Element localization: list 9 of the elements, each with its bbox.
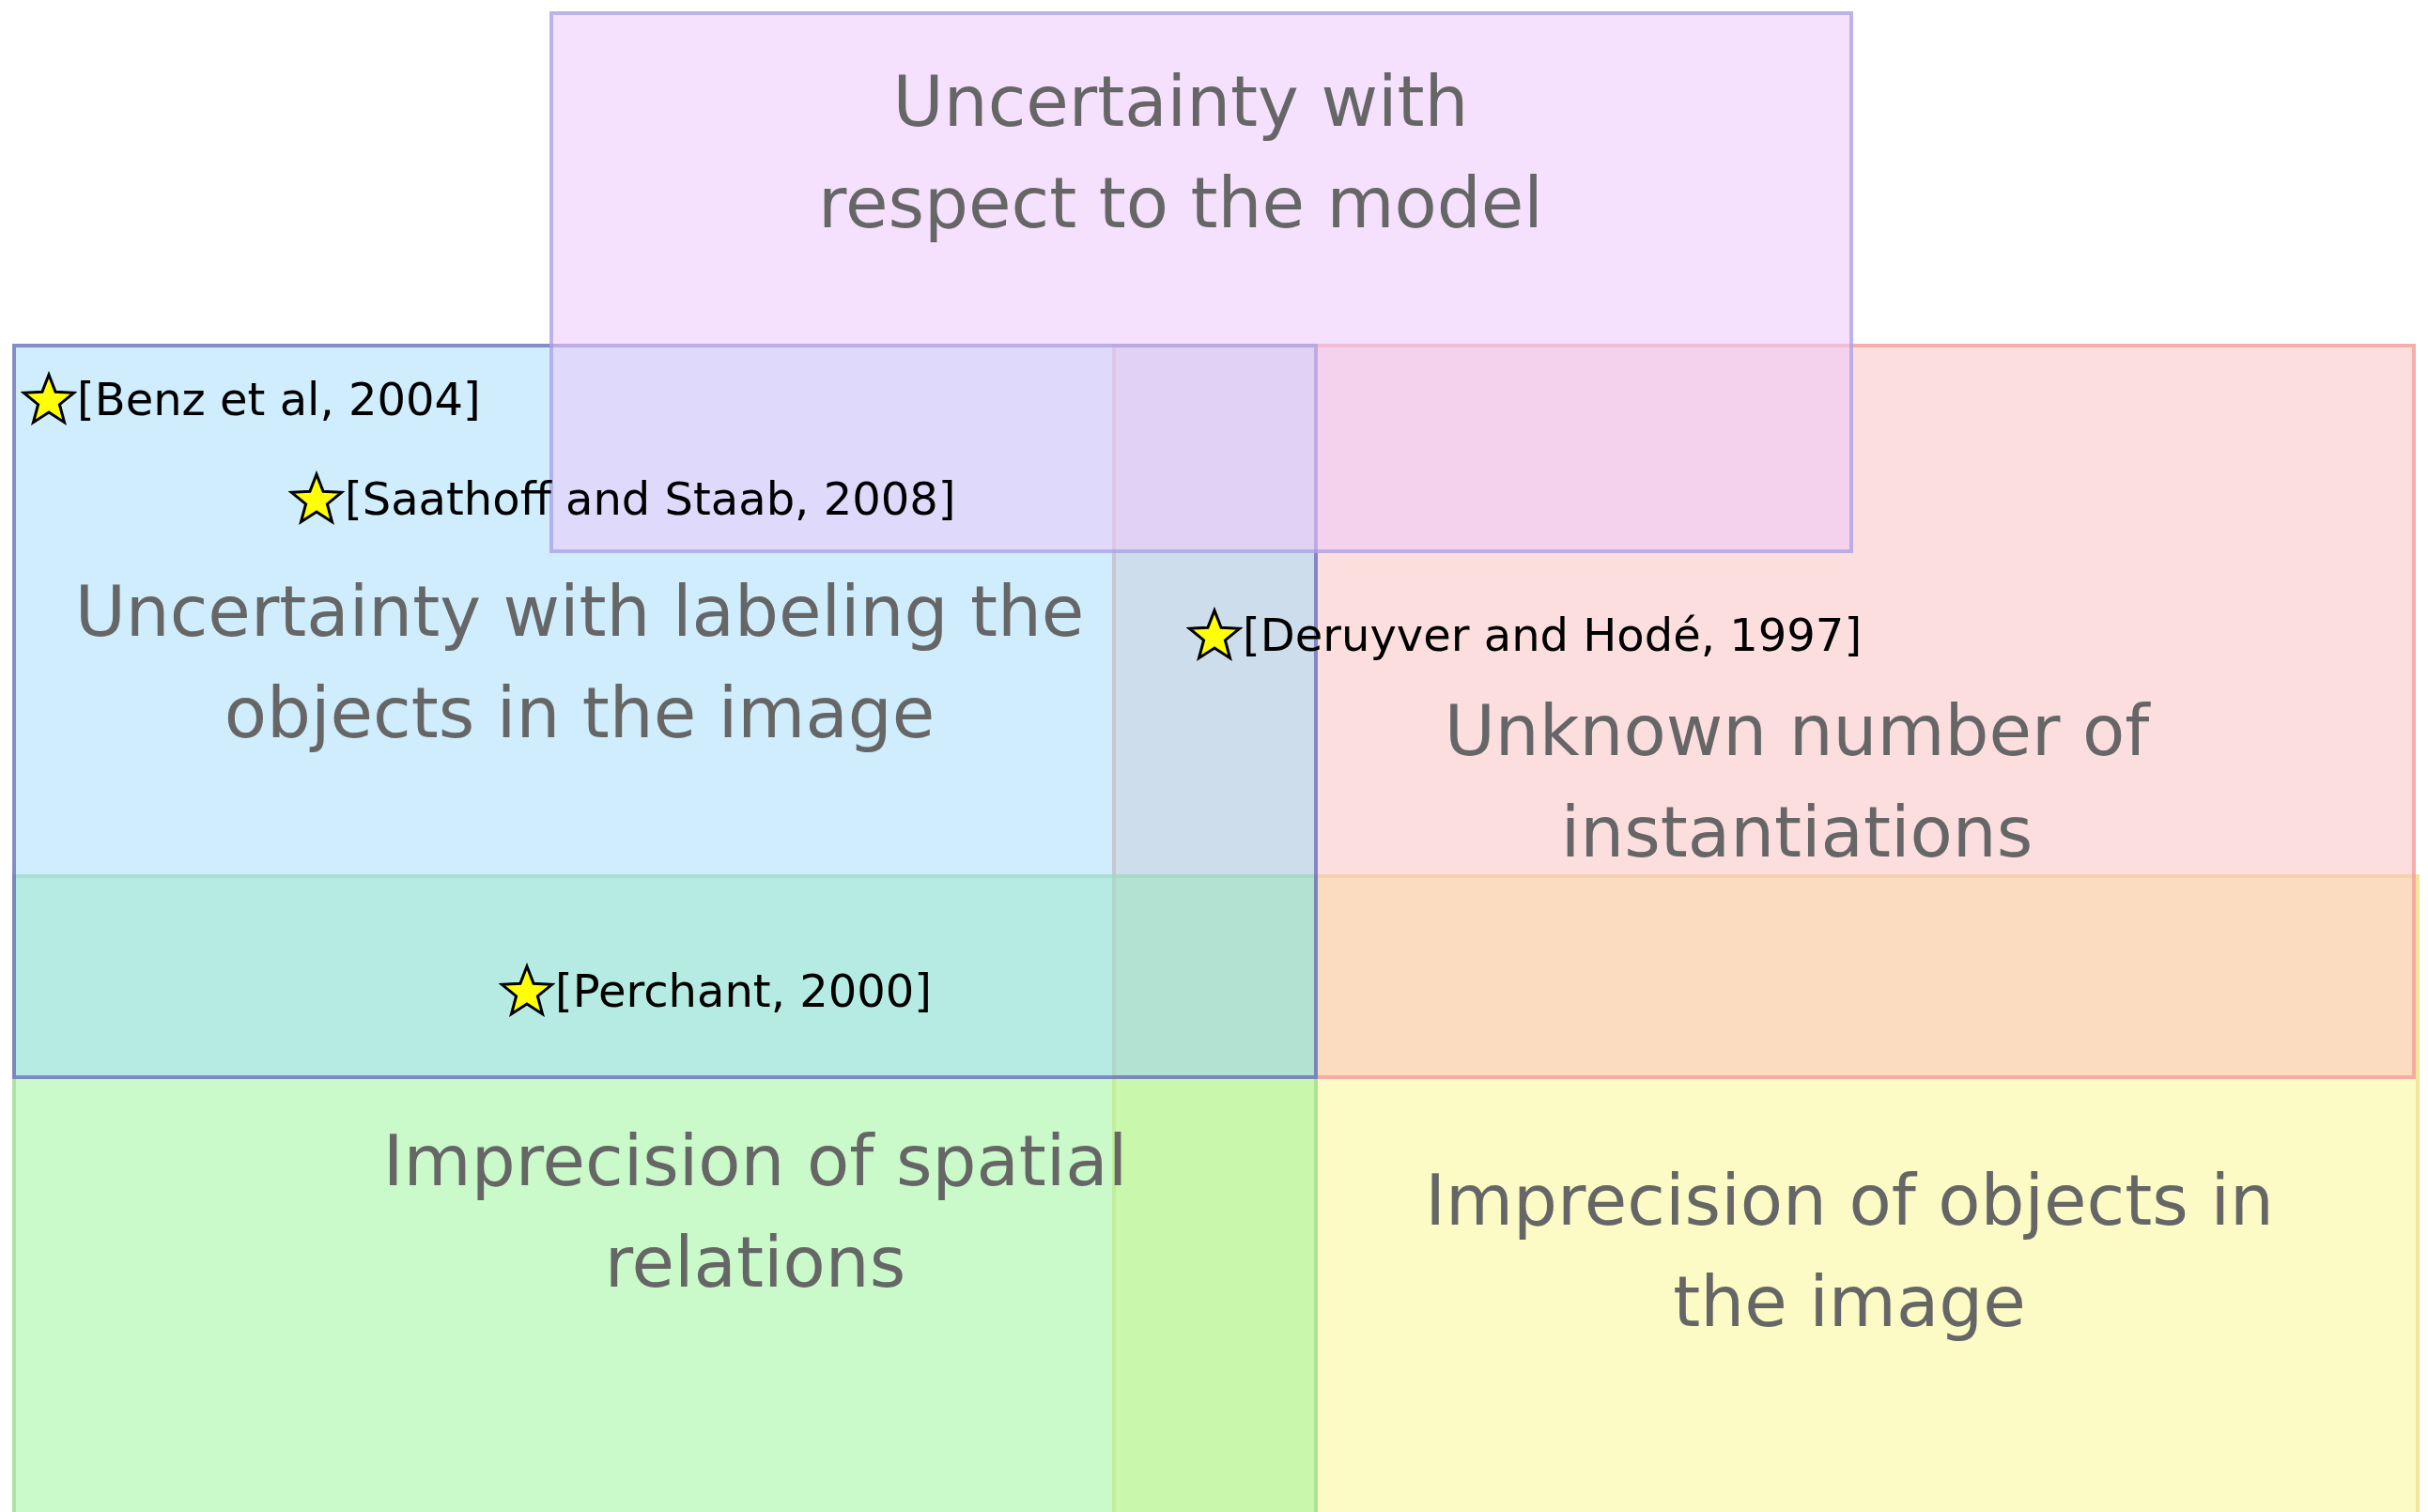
category-label: Uncertainty with labeling the objects in the image [73,570,1086,755]
citation-text: [Benz et al, 2004] [77,373,481,425]
category-label: Uncertainty with respect to the model [817,60,1544,245]
category-label: Unknown number of instantiations [1443,689,2152,874]
category-label: Imprecision of objects in the image [1424,1159,2275,1344]
category-label: Imprecision of spatial relations [381,1119,1129,1304]
citation-text: [Perchant, 2000] [555,964,933,1017]
citation-text: [Saathoff and Staab, 2008] [345,472,956,525]
citation-text: [Deruyver and Hodé, 1997] [1243,609,1863,661]
